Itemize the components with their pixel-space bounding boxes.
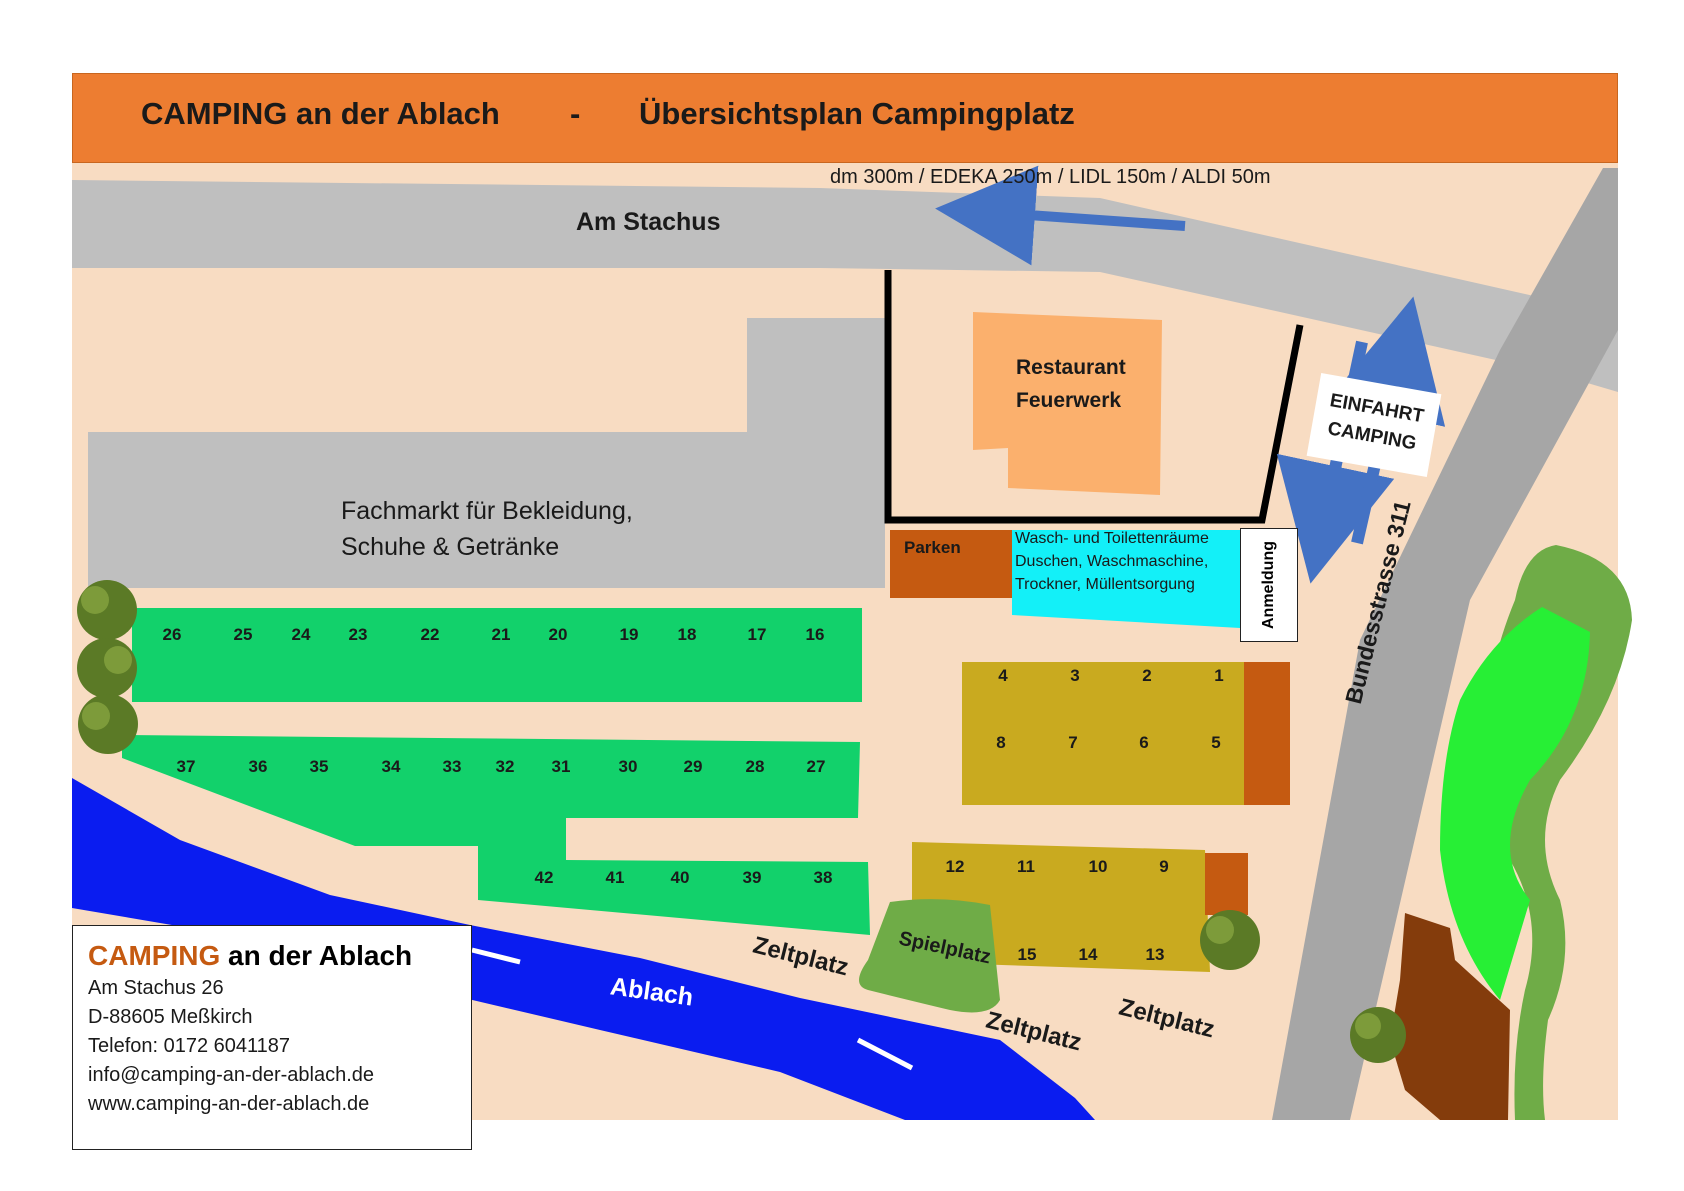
contact-title-camping: CAMPING xyxy=(88,940,221,971)
wasch-label-1: Wasch- und Toilettenräume xyxy=(1015,530,1209,547)
pitch-number-27: 27 xyxy=(806,757,826,776)
pitch-number-14: 14 xyxy=(1078,945,1098,964)
wasch-label-3: Trockner, Müllentsorgung xyxy=(1015,576,1195,593)
pitch-number-38: 38 xyxy=(813,868,833,887)
pitch-number-35: 35 xyxy=(309,757,329,776)
pitch-number-22: 22 xyxy=(420,625,440,644)
pitch-number-30: 30 xyxy=(618,757,638,776)
pitch-number-20: 20 xyxy=(548,625,568,644)
pitch-number-15: 15 xyxy=(1017,945,1037,964)
fachmarkt-label-2: Schuhe & Getränke xyxy=(341,533,560,561)
contact-web[interactable]: www.camping-an-der-ablach.de xyxy=(88,1093,370,1115)
pitch-number-21: 21 xyxy=(491,625,511,644)
pitch-number-23: 23 xyxy=(348,625,368,644)
restaurant-building xyxy=(973,312,1162,495)
contact-city: D-88605 Meßkirch xyxy=(88,1006,253,1028)
contact-box: CAMPING an der Ablach Am Stachus 26 D-88… xyxy=(72,925,472,1150)
spielplatz-area xyxy=(859,899,1000,1013)
pitch-number-37: 37 xyxy=(176,757,196,776)
pond xyxy=(1440,607,1590,1000)
header-subtitle: Übersichtsplan Campingplatz xyxy=(639,96,1075,131)
brown-building xyxy=(1390,913,1510,1120)
pitch-number-9: 9 xyxy=(1159,857,1169,876)
pitch-number-41: 41 xyxy=(605,868,625,887)
river-ablach xyxy=(72,778,1095,1120)
contact-title: CAMPING an der Ablach xyxy=(88,938,471,974)
wasch-label-2: Duschen, Waschmaschine, xyxy=(1015,553,1209,570)
pitch-number-32: 32 xyxy=(495,757,515,776)
header-bar: CAMPING an der Ablach - Übersichtsplan C… xyxy=(72,73,1618,163)
pitch-block-1-8 xyxy=(962,662,1244,805)
pitch-number-26: 26 xyxy=(162,625,182,644)
anmeldung-label: Anmeldung xyxy=(1260,541,1277,629)
pitch-number-25: 25 xyxy=(233,625,253,644)
river-arrow xyxy=(856,1037,914,1071)
pitch-number-5: 5 xyxy=(1211,733,1221,752)
road-am-stachus xyxy=(72,180,1618,392)
block-1-8-orange xyxy=(1244,662,1290,805)
contact-phone: Telefon: 0172 6041187 xyxy=(88,1035,291,1057)
tree-icon xyxy=(77,580,1406,1063)
pitch-number-1: 1 xyxy=(1214,666,1224,685)
contact-title-rest: an der Ablach xyxy=(220,940,413,971)
pitch-number-11: 11 xyxy=(1017,857,1035,876)
pitch-number-19: 19 xyxy=(619,625,639,644)
restaurant-label-2: Feuerwerk xyxy=(1016,389,1122,412)
pitch-number-6: 6 xyxy=(1139,733,1149,752)
pitch-number-29: 29 xyxy=(683,757,703,776)
contact-street: Am Stachus 26 xyxy=(88,977,224,999)
fence xyxy=(884,270,1304,524)
parken-area xyxy=(890,530,1012,598)
road-bundesstrasse xyxy=(1272,168,1618,1120)
pitch-number-39: 39 xyxy=(742,868,762,887)
pitch-number-7: 7 xyxy=(1068,733,1078,752)
pitch-number-2: 2 xyxy=(1142,666,1152,685)
pitch-number-12: 12 xyxy=(945,857,965,876)
wasch-building xyxy=(1012,530,1240,628)
restaurant-label-1: Restaurant xyxy=(1016,356,1126,379)
distances-label: dm 300m / EDEKA 250m / LIDL 150m / ALDI … xyxy=(830,166,1271,188)
pitch-row-1 xyxy=(132,608,862,702)
direction-arrow-left xyxy=(935,165,1186,266)
parken-label: Parken xyxy=(904,538,961,557)
pitch-number-28: 28 xyxy=(745,757,765,776)
street-am-stachus: Am Stachus xyxy=(576,208,721,236)
pitch-number-33: 33 xyxy=(442,757,462,776)
pitch-number-24: 24 xyxy=(291,625,311,644)
fachmarkt-building xyxy=(88,318,885,588)
pitch-number-13: 13 xyxy=(1145,945,1165,964)
pitch-number-18: 18 xyxy=(677,625,697,644)
pitch-number-36: 36 xyxy=(248,757,268,776)
pitch-number-16: 16 xyxy=(805,625,825,644)
pitch-number-8: 8 xyxy=(996,733,1006,752)
fachmarkt-label-1: Fachmarkt für Bekleidung, xyxy=(341,497,633,525)
header-dash: - xyxy=(570,96,581,131)
block-9-15-orange xyxy=(1205,853,1248,915)
pitch-number-4: 4 xyxy=(998,666,1008,685)
pitch-number-3: 3 xyxy=(1070,666,1080,685)
pitch-number-40: 40 xyxy=(670,868,690,887)
pitch-number-31: 31 xyxy=(551,757,571,776)
pitch-row-2-3 xyxy=(122,735,870,935)
river-arrow xyxy=(471,947,521,965)
pitch-number-42: 42 xyxy=(534,868,554,887)
pitch-number-34: 34 xyxy=(381,757,401,776)
contact-email[interactable]: info@camping-an-der-ablach.de xyxy=(88,1064,375,1086)
anmeldung-box: Anmeldung xyxy=(1240,528,1298,642)
pitch-number-10: 10 xyxy=(1088,857,1108,876)
pitch-number-17: 17 xyxy=(747,625,767,644)
header-title: CAMPING an der Ablach xyxy=(141,96,500,131)
